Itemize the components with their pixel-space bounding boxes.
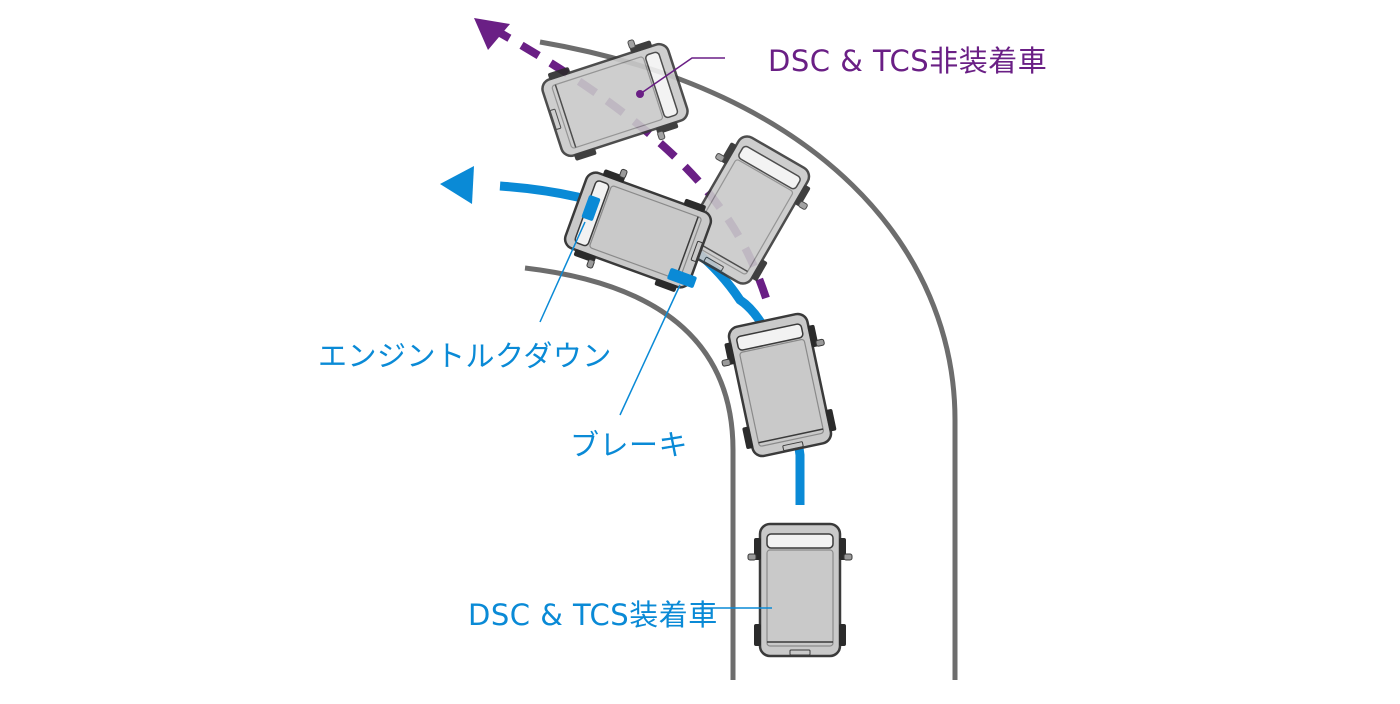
label-with-system: DSC & TCS装着車: [468, 598, 718, 632]
label-brake: ブレーキ: [570, 428, 689, 462]
road-inner-edge: [524, 265, 736, 680]
brake-marker: [667, 268, 697, 288]
leader-without-system: [639, 57, 725, 95]
label-without-system: DSC & TCS非装着車: [768, 44, 1048, 78]
label-engine-torque-down: エンジントルクダウン: [318, 339, 612, 373]
leader-engine: [539, 221, 586, 323]
leader-without-dot: [636, 90, 644, 98]
van-start: [746, 522, 854, 658]
leader-brake: [619, 284, 681, 416]
engine-marker: [581, 195, 601, 221]
without-system-arrowhead: [474, 18, 510, 50]
with-system-arrowhead: [440, 166, 474, 204]
